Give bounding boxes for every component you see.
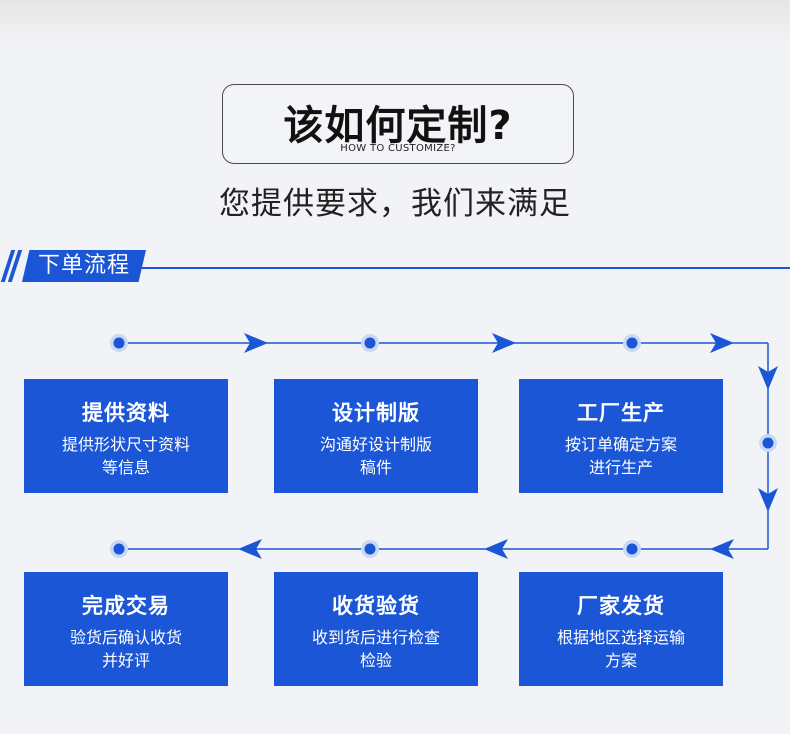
- flow-dot: [361, 540, 379, 558]
- page-subtitle: 您提供要求，我们来满足: [219, 186, 571, 222]
- arrow-right-icon: [244, 333, 268, 353]
- top-texture-band: [0, 0, 790, 48]
- arrow-left-icon: [238, 539, 262, 559]
- step-title: 厂家发货: [577, 594, 665, 618]
- step-card-production: 工厂生产 按订单确定方案 进行生产: [519, 379, 723, 493]
- title-box: 该如何定制? HOW TO CUSTOMIZE?: [222, 84, 574, 164]
- step-title: 提供资料: [82, 401, 170, 425]
- step-description: 验货后确认收货 并好评: [69, 628, 182, 670]
- section-header: 下单流程: [0, 246, 790, 290]
- step-title: 完成交易: [82, 594, 170, 618]
- arrow-right-icon: [492, 333, 516, 353]
- step-card-design: 设计制版 沟通好设计制版 稿件: [274, 379, 478, 493]
- section-divider-line: [140, 267, 790, 269]
- step-title: 设计制版: [332, 401, 420, 425]
- step-card-complete: 完成交易 验货后确认收货 并好评: [24, 572, 228, 686]
- step-title: 工厂生产: [577, 401, 665, 425]
- section-label: 下单流程: [37, 253, 130, 278]
- flow-dot: [110, 334, 128, 352]
- flow-dot: [110, 540, 128, 558]
- step-description: 沟通好设计制版 稿件: [319, 435, 432, 477]
- page-title-english: HOW TO CUSTOMIZE?: [340, 143, 456, 154]
- page-title: 该如何定制?: [283, 103, 513, 149]
- step-card-inspection: 收货验货 收到货后进行检查 检验: [274, 572, 478, 686]
- step-description: 提供形状尺寸资料 等信息: [61, 435, 190, 477]
- arrow-down-icon: [758, 366, 778, 390]
- step-description: 按订单确定方案 进行生产: [564, 435, 677, 477]
- arrow-down-icon: [758, 488, 778, 512]
- arrow-right-icon: [710, 333, 734, 353]
- flow-dot: [759, 434, 777, 452]
- step-title: 收货验货: [332, 594, 420, 618]
- flow-dot: [623, 540, 641, 558]
- step-card-provide-materials: 提供资料 提供形状尺寸资料 等信息: [24, 379, 228, 493]
- arrow-left-icon: [710, 539, 734, 559]
- flow-dot: [623, 334, 641, 352]
- section-tag: [22, 250, 146, 282]
- arrow-left-icon: [484, 539, 508, 559]
- step-description: 根据地区选择运输 方案: [556, 628, 685, 670]
- step-description: 收到货后进行检查 检验: [311, 628, 440, 670]
- flow-dot: [361, 334, 379, 352]
- step-card-shipping: 厂家发货 根据地区选择运输 方案: [519, 572, 723, 686]
